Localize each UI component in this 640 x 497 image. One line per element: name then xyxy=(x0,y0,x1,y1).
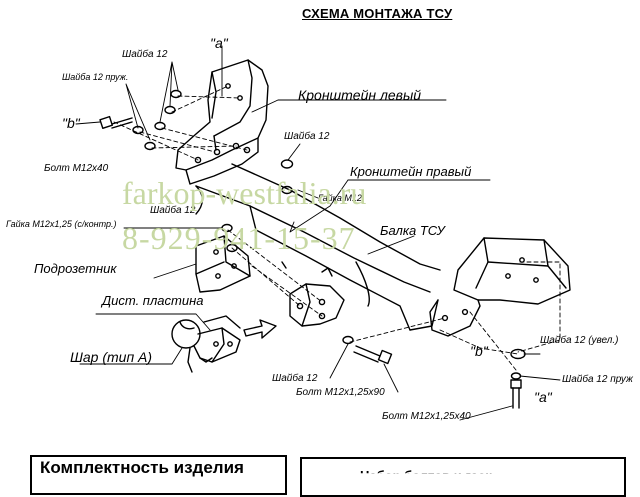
towball-drawing xyxy=(171,315,241,373)
arrow-icon xyxy=(243,319,277,339)
watermark-site: farkop-westfalia.ru xyxy=(122,175,367,211)
right-bracket-drawing xyxy=(429,237,571,337)
label-washer12-bottom: Шайба 12 xyxy=(272,373,318,384)
fasteners-top-left xyxy=(99,89,182,151)
label-bolt-m12x125x90: Болт М12х1,25х90 xyxy=(296,387,385,398)
socket-plate-drawing xyxy=(195,235,251,293)
label-washer12-mid: Шайба 12 xyxy=(284,131,330,142)
assembly-diagram xyxy=(75,45,571,421)
left-bracket-drawing xyxy=(175,59,269,185)
hitch-mount-drawing xyxy=(281,261,345,327)
label-washer12-top: Шайба 12 xyxy=(122,49,168,60)
label-washer12-left: Шайба 12 xyxy=(150,205,196,216)
label-bracket-left: Кронштейн левый xyxy=(298,87,422,103)
label-nut-m12: Гайка М12 xyxy=(318,193,362,203)
kit-title: Комплектность изделия xyxy=(40,458,244,477)
fasteners-mid xyxy=(221,159,294,253)
label-mark-a-top: "a" xyxy=(210,35,228,51)
assembly-dashed-lines xyxy=(113,85,561,371)
label-nut-m12x125: Гайка М12х1,25 (с/контр.) xyxy=(6,219,117,229)
label-mark-b-bottom: "b" xyxy=(470,343,488,359)
label-washer12-spring: Шайба 12 пруж. xyxy=(62,72,129,82)
label-mark-b-left: "b" xyxy=(62,115,80,131)
label-mark-a-bottom: "a" xyxy=(534,389,552,405)
watermark-phone: 8-929-941-15-37 xyxy=(122,220,356,256)
label-beam: Балка ТСУ xyxy=(380,223,445,238)
label-bolt-m12x40: Болт М12х40 xyxy=(44,163,109,174)
label-ball: Шар (тип А) xyxy=(70,349,153,365)
label-washer12-spring-right: Шайба 12 пруж xyxy=(562,374,633,385)
label-washer12-large: Шайба 12 (увел.) xyxy=(540,335,619,346)
label-bracket-right: Кронштейн правый xyxy=(350,164,472,179)
diagram-title: СХЕМА МОНТАЖА ТСУ xyxy=(302,6,453,21)
leader-lines xyxy=(75,45,561,421)
bolt-kit-box xyxy=(300,457,626,497)
label-socket-plate: Подрозетник xyxy=(34,261,117,276)
label-bolt-m12x125x40: Болт М12х1,25х40 xyxy=(382,411,471,422)
bolt-kit-title: Набор болтов и гаек xyxy=(360,468,492,483)
label-spacer-plate: Дист. пластина xyxy=(102,293,204,308)
